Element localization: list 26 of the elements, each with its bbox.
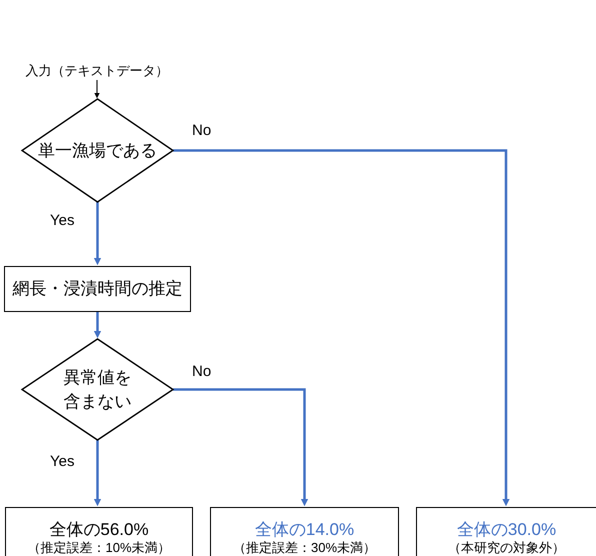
result-box	[210, 507, 399, 556]
result-box	[416, 507, 596, 556]
result-note: （推定誤差：10%未満）	[27, 540, 171, 556]
result-note: （本研究の対象外）	[448, 540, 565, 556]
arrow	[173, 388, 308, 506]
arrow	[94, 312, 102, 338]
arrow	[94, 80, 100, 98]
result-percentage: 全体の14.0%	[254, 520, 354, 540]
process-text: 網長・浸漬時間の推定	[12, 278, 182, 300]
process-box	[4, 266, 191, 312]
decision-text: 単一漁場である	[37, 140, 158, 162]
result-note: （推定誤差：30%未満）	[232, 540, 376, 556]
edge-label: Yes	[50, 453, 74, 471]
input-label: 入力（テキストデータ）	[20, 62, 174, 80]
edge-label: No	[192, 122, 212, 140]
edge-label: Yes	[50, 212, 74, 230]
decision-diamond	[22, 99, 173, 202]
decision-text: 異常値を含まない	[62, 366, 132, 412]
result-percentage: 全体の56.0%	[49, 520, 149, 540]
result-percentage: 全体の30.0%	[456, 520, 556, 540]
arrow	[94, 202, 102, 266]
arrow	[94, 440, 102, 506]
edge-label: No	[192, 363, 212, 381]
decision-diamond	[22, 339, 173, 440]
arrow	[173, 149, 510, 506]
result-box	[5, 507, 193, 556]
